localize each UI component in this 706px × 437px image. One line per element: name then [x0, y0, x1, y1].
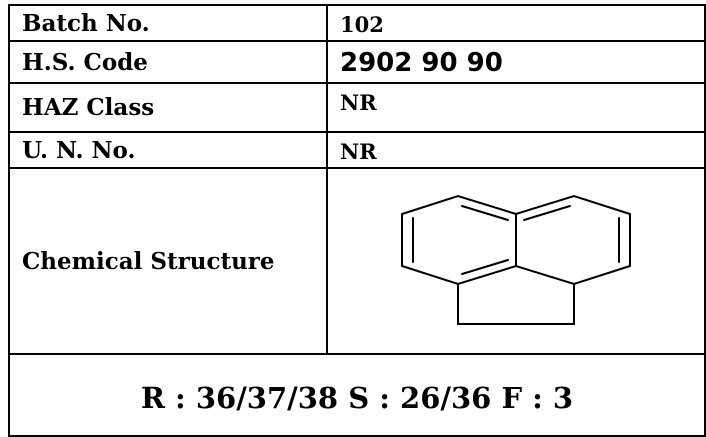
table-row-un-no: U. N. No. NR — [8, 131, 706, 169]
risk-safety-codes: R : 36/37/38 S : 26/36 F : 3 — [8, 353, 706, 437]
acenaphthene-structure-icon — [401, 194, 631, 325]
batch-label: Batch No. — [8, 4, 328, 42]
table-row-haz-class: HAZ Class NR — [8, 82, 706, 133]
hs-code-label: H.S. Code — [8, 40, 328, 84]
batch-value: 102 — [326, 4, 706, 42]
structure-cell — [326, 167, 706, 355]
product-info-table: Batch No. 102 H.S. Code 2902 90 90 HAZ C… — [8, 4, 706, 437]
haz-class-value: NR — [326, 82, 706, 133]
hs-code-value: 2902 90 90 — [326, 40, 706, 84]
structure-label: Chemical Structure — [8, 167, 328, 355]
table-row-risk-safety: R : 36/37/38 S : 26/36 F : 3 — [8, 353, 706, 437]
table-row-structure: Chemical Structure — [8, 167, 706, 355]
haz-class-label: HAZ Class — [8, 82, 328, 133]
table-row-batch: Batch No. 102 — [8, 4, 706, 42]
un-no-value: NR — [326, 131, 706, 169]
table-row-hs-code: H.S. Code 2902 90 90 — [8, 40, 706, 84]
un-no-label: U. N. No. — [8, 131, 328, 169]
